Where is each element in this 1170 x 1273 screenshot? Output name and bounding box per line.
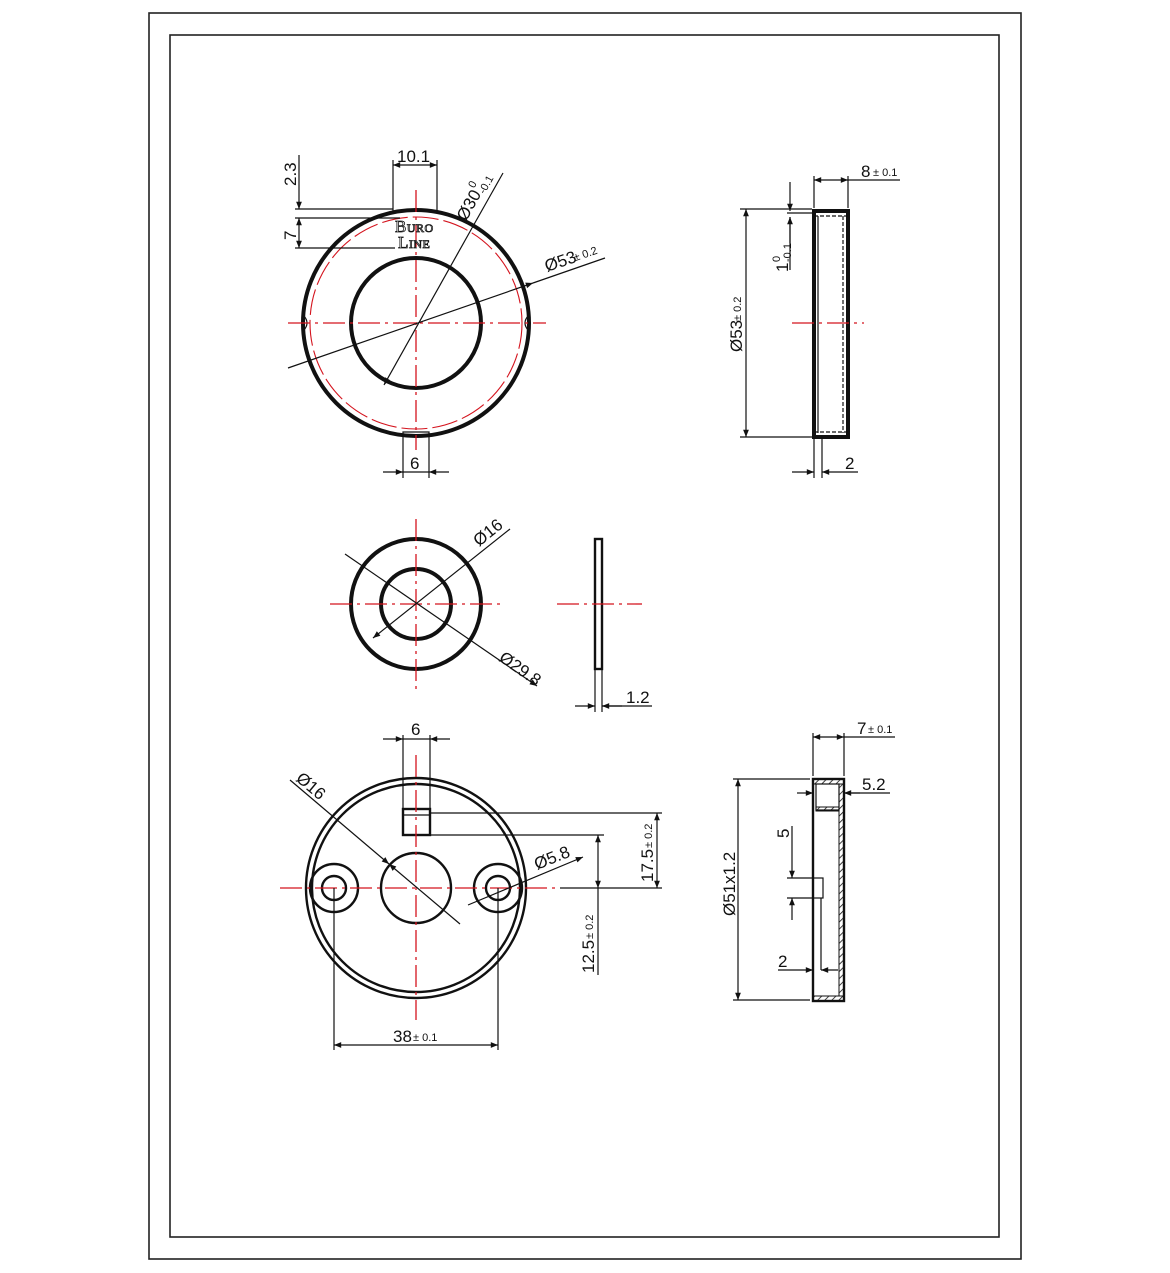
svg-text:± 0.1: ± 0.1 [873, 167, 897, 179]
dim-offset-b: 12.5 [579, 940, 598, 973]
svg-text:± 0.2: ± 0.2 [643, 824, 655, 848]
view-top-front: 10.1 2.3 7 BURO LINE Ø30 0 -0.1 Ø53 ± 0.… [281, 147, 606, 478]
dim-height: Ø53 [727, 320, 746, 352]
dim-offset-a: 17.5 [638, 849, 657, 882]
outer-frame [148, 12, 1022, 1260]
dim-base-wall: 2 [778, 952, 787, 971]
dim-washer-outer: Ø29.8 [496, 648, 545, 690]
buroline-logo: BURO LINE [395, 217, 434, 253]
svg-text:-0.1: -0.1 [477, 174, 497, 196]
svg-text:± 0.1: ± 0.1 [868, 724, 892, 736]
dim-thickness: 8 [861, 162, 870, 181]
svg-text:-0.1: -0.1 [782, 243, 794, 262]
view-base-front: 6 Ø16 Ø5.8 17.5 ± 0.2 12.5 ± 0.2 38 ± 0.… [280, 720, 662, 1050]
dim-hole-spacing: 38 [393, 1027, 412, 1046]
view-washer-front: Ø16 Ø29.8 [330, 515, 545, 690]
svg-text:BURO: BURO [395, 217, 434, 236]
svg-text:0: 0 [466, 179, 479, 190]
dim-height-a: 2.3 [281, 162, 300, 186]
inner-frame [169, 34, 1000, 1238]
dim-base-thickness: 7 [857, 719, 866, 738]
dim-wall: 2 [845, 454, 854, 473]
svg-text:LINE: LINE [398, 233, 430, 252]
view-top-side: 8 ± 0.1 1 0 -0.1 Ø53 ± 0.2 2 [727, 162, 900, 478]
dim-washer-thickness: 1.2 [626, 688, 650, 707]
svg-text:± 0.1: ± 0.1 [413, 1032, 437, 1044]
dim-height-b: 7 [281, 231, 300, 240]
view-base-side: 7 ± 0.1 5.2 5 Ø51x1.2 2 [720, 719, 895, 1003]
dim-slot-width: 6 [410, 454, 419, 473]
dim-base-slot: 6 [411, 720, 420, 739]
svg-text:± 0.2: ± 0.2 [584, 915, 596, 939]
dim-lip: 1 [773, 263, 792, 272]
dim-base-hole: Ø5.8 [531, 842, 572, 873]
dim-base-diameter: Ø51x1.2 [720, 852, 739, 916]
svg-text:0: 0 [771, 256, 783, 262]
dim-pocket: 5.2 [862, 775, 886, 794]
view-washer-side: 1.2 [557, 537, 652, 712]
dim-width-top: 10.1 [397, 147, 430, 166]
dim-base-center: Ø16 [292, 769, 329, 804]
dim-pin: 5 [774, 829, 793, 838]
svg-text:± 0.2: ± 0.2 [732, 297, 744, 321]
dim-washer-inner: Ø16 [470, 515, 507, 550]
